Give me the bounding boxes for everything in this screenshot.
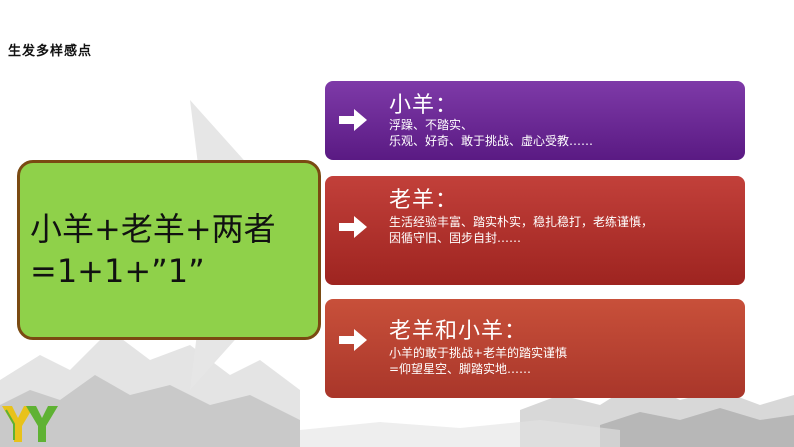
logo-icon: [2, 406, 58, 442]
card-line: 乐观、好奇、敢于挑战、虚心受教……: [389, 134, 594, 148]
card-title: 小羊：: [389, 93, 459, 118]
mountain-scenery: [0, 330, 794, 447]
card-description: 小羊的敢于挑战+老羊的踏实谨慎 =仰望星空、脚踏实地……: [389, 345, 567, 377]
card-title: 老羊和小羊：: [389, 319, 528, 344]
card-description: 生活经验丰富、踏实朴实，稳扎稳打，老练谨慎， 因循守旧、固步自封……: [389, 214, 653, 246]
card-little-sheep: 小羊： 浮躁、不踏实、 乐观、好奇、敢于挑战、虚心受教……: [325, 81, 745, 160]
arrow-right-icon: [339, 216, 367, 238]
equation-line-2: =1+1+”1”: [30, 252, 205, 290]
card-title: 老羊：: [389, 188, 459, 213]
card-line: 浮躁、不踏实、: [389, 118, 474, 132]
card-description: 浮躁、不踏实、 乐观、好奇、敢于挑战、虚心受教……: [389, 117, 593, 149]
arrow-right-icon: [339, 109, 367, 131]
card-line: 小羊的敢于挑战+老羊的踏实谨慎: [389, 346, 568, 360]
card-line: 因循守旧、固步自封……: [389, 231, 522, 245]
card-old-sheep: 老羊： 生活经验丰富、踏实朴实，稳扎稳打，老练谨慎， 因循守旧、固步自封……: [325, 176, 745, 285]
card-both-sheep: 老羊和小羊： 小羊的敢于挑战+老羊的踏实谨慎 =仰望星空、脚踏实地……: [325, 299, 745, 398]
arrow-right-icon: [339, 329, 367, 351]
page-heading: 生发多样感点: [8, 44, 93, 59]
card-line: 生活经验丰富、踏实朴实，稳扎稳打，老练谨慎，: [389, 215, 654, 229]
card-line: =仰望星空、脚踏实地……: [389, 362, 532, 376]
equation-box: 小羊+老羊+两者 =1+1+”1”: [17, 160, 321, 340]
equation-line-1: 小羊+老羊+两者: [30, 210, 276, 248]
